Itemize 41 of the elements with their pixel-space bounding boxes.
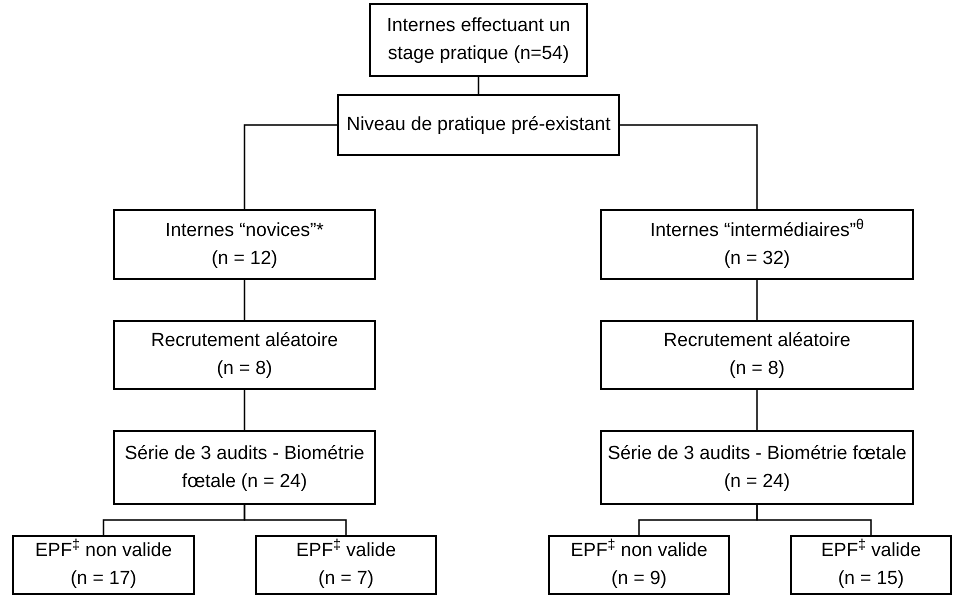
box-text: Série de 3 audits - Biométrie fœtale (n = 24) — [606, 442, 908, 494]
box-text: (n = 17) — [70, 567, 136, 591]
process-box — [113, 320, 376, 390]
box-text: EPF$^{‡}$ valide — [296, 537, 396, 564]
connector-line — [244, 124, 337, 209]
process-box — [255, 535, 437, 595]
process-box — [790, 535, 952, 595]
box-text: EPF$^{‡}$ non valide — [570, 537, 708, 564]
box-text: Série de 3 audits - Biométrie fœtale (n = 24) — [124, 442, 366, 494]
process-box — [548, 535, 730, 595]
box-text: Internes effectuant un stage pratique (n=54) — [386, 14, 572, 66]
connector-line — [756, 390, 758, 430]
box-text: EPF$^{‡}$ valide — [821, 537, 921, 564]
connector-line — [244, 505, 347, 535]
box-text: (n = 7) — [318, 567, 374, 591]
connector-line — [756, 280, 758, 320]
box-text: Internes “intermédiaires”$^{θ}$ — [650, 216, 864, 243]
connector-line — [478, 77, 480, 94]
process-box — [369, 3, 588, 77]
connector-line — [244, 280, 246, 320]
box-text: (n = 15) — [838, 567, 904, 591]
process-box — [113, 209, 376, 280]
box-text: Recrutement aléatoire — [151, 329, 338, 354]
box-text: Internes “novices”* — [165, 218, 324, 243]
connector-line — [756, 505, 872, 535]
process-box — [600, 209, 914, 280]
connector-line — [244, 390, 246, 430]
box-text: (n = 9) — [611, 567, 667, 591]
process-box — [113, 430, 376, 505]
box-text: (n = 8) — [216, 357, 272, 381]
box-text: (n = 8) — [729, 357, 785, 381]
box-text: (n = 12) — [211, 246, 278, 270]
box-text: Recrutement aléatoire — [664, 329, 850, 354]
box-text: EPF$^{‡}$ non valide — [35, 537, 172, 564]
box-text: (n = 32) — [724, 246, 790, 270]
box-text: Niveau de pratique pré-existant — [346, 113, 611, 138]
process-box — [600, 320, 914, 390]
process-box — [337, 94, 620, 156]
connector-line — [620, 124, 758, 209]
process-box — [12, 535, 195, 595]
process-box — [600, 430, 914, 505]
